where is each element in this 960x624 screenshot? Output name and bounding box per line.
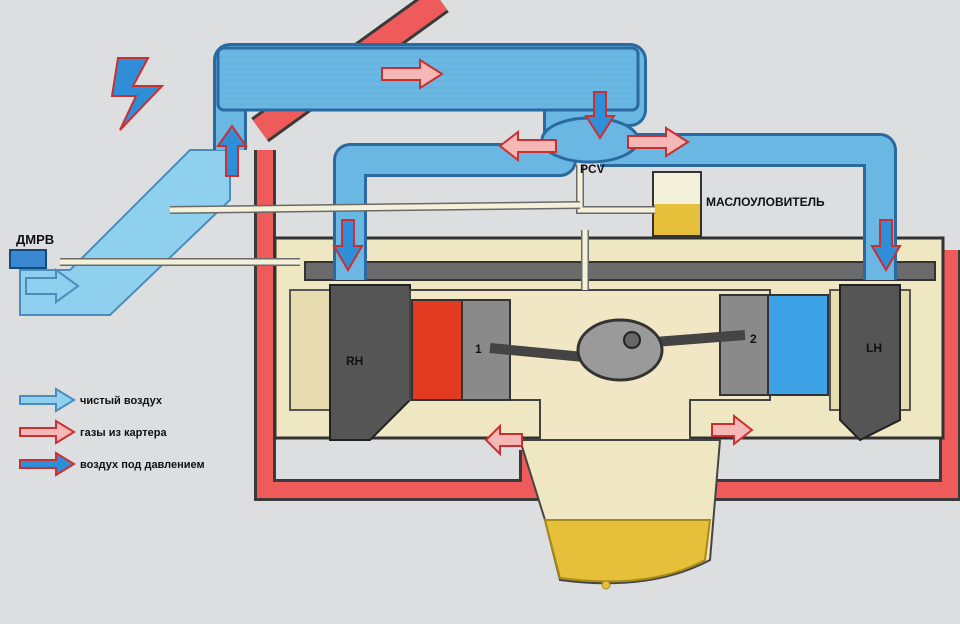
cylinder-1-label: 1	[475, 342, 482, 356]
arrow-gas-pcv-left	[498, 129, 557, 163]
crankshaft	[576, 318, 664, 382]
left-head-label: LH	[866, 341, 882, 355]
right-head-label: RH	[346, 354, 363, 368]
pcv-tube-inner	[577, 165, 655, 213]
legend-label-crankcase-gas: газы из картера	[80, 427, 167, 439]
maf-sensor-label: ДМРВ	[16, 232, 54, 247]
arrow-clean-intake	[25, 268, 80, 304]
lightning-icon	[110, 57, 165, 131]
oil-catcher-oil	[654, 204, 700, 235]
arrow-gas-sump-right	[711, 413, 754, 447]
cylinder-right-intake	[767, 294, 829, 396]
legend: чистый воздух газы из картера воздух под…	[19, 387, 205, 477]
breather-tube-top-inner	[169, 202, 581, 213]
arrow-pressure-left-down	[332, 219, 364, 272]
drain-plug	[601, 580, 611, 590]
arrow-pressure-right-down	[870, 219, 902, 272]
top-rail	[304, 261, 936, 281]
legend-label-clean-air: чистый воздух	[80, 395, 163, 407]
arrow-pressure-down	[584, 91, 616, 140]
cylinder-bank-right	[839, 284, 901, 442]
flow-arrows-gas	[381, 58, 754, 457]
legend-swatch-clean-air	[19, 387, 76, 413]
flow-arrows-pressure	[216, 91, 902, 272]
legend-label-pressurized-air: воздух под давлением	[80, 459, 205, 471]
oil-level	[543, 519, 712, 583]
arrow-pressure-up	[216, 124, 248, 177]
pcv-label: PCV	[580, 162, 605, 176]
arrow-gas-sump-left	[484, 423, 523, 457]
cylinder-left-combustion	[411, 299, 463, 401]
oil-catcher-label: МАСЛОУЛОВИТЕЛЬ	[706, 195, 825, 209]
piston-right	[719, 294, 769, 396]
arrow-gas-top	[381, 58, 444, 90]
crank-pin	[623, 331, 641, 349]
maf-sensor	[9, 249, 47, 269]
legend-swatch-pressurized-air	[19, 451, 76, 477]
arrow-gas-pcv-right	[627, 126, 690, 158]
cylinder-2-label: 2	[750, 332, 757, 346]
flow-arrows-clean	[25, 268, 80, 304]
cylinder-bank-left	[329, 284, 411, 441]
legend-swatch-crankcase-gas	[19, 419, 76, 445]
